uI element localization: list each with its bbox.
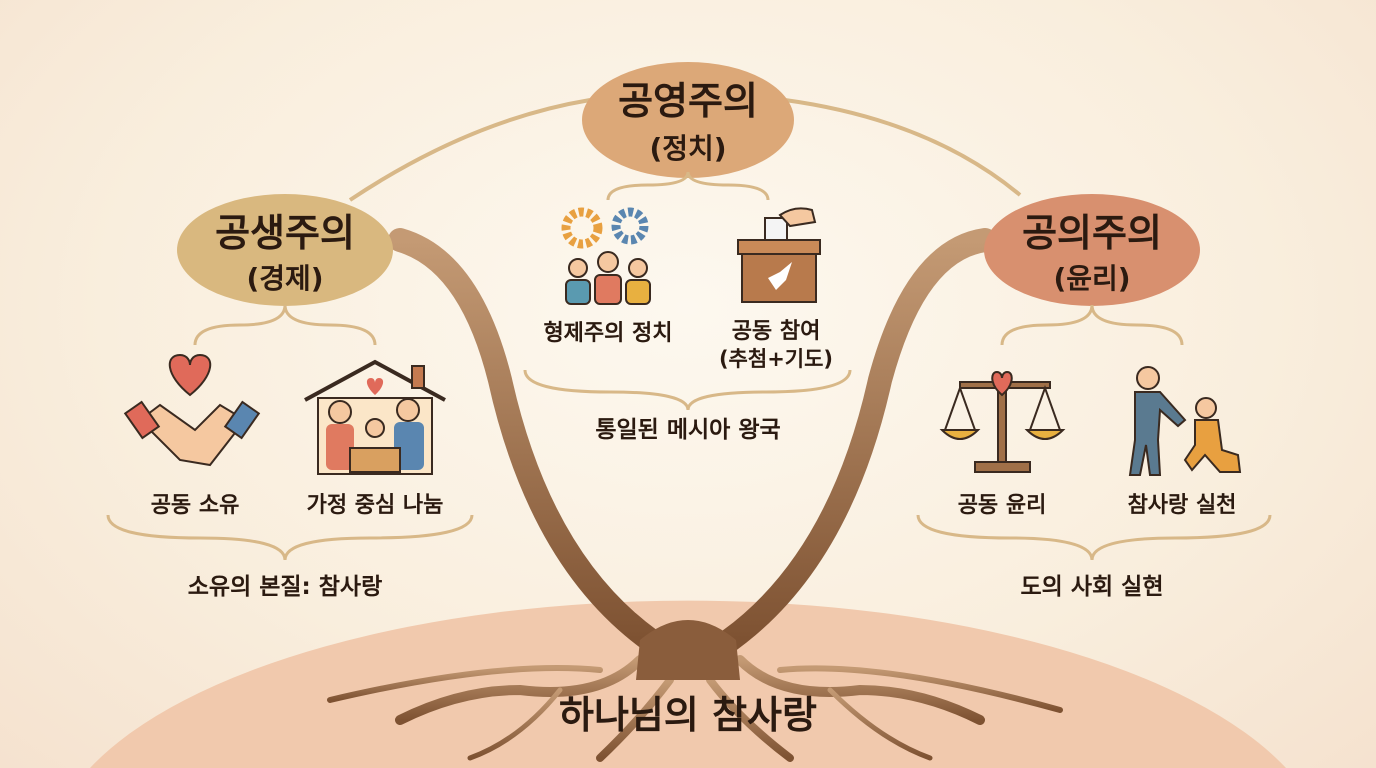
- item-label: 참사랑 실천: [1128, 493, 1237, 518]
- root-label: 하나님의 참사랑: [559, 693, 817, 737]
- helping-person-icon: [1128, 366, 1242, 476]
- economy-summary: 소유의 본질: 참사랑: [188, 574, 383, 600]
- node-economy: [177, 194, 393, 306]
- ground: [90, 600, 1286, 768]
- trunk-base: [636, 620, 740, 680]
- item-label: 공동 소유: [151, 493, 240, 518]
- node-ethics: [984, 194, 1200, 306]
- economy-subtitle: (경제): [246, 262, 323, 295]
- item-label: 공동 윤리: [958, 493, 1047, 518]
- gears-people-icon: [561, 207, 651, 305]
- politics-summary: 통일된 메시아 왕국: [595, 417, 780, 443]
- ethics-subtitle: (윤리): [1053, 262, 1130, 295]
- ethics-summary: 도의 사회 실현: [1021, 574, 1164, 600]
- node-politics: [582, 62, 794, 178]
- economy-title: 공생주의: [215, 211, 355, 255]
- ethics-title: 공의주의: [1022, 211, 1162, 255]
- politics-title: 공영주의: [618, 79, 758, 123]
- ballot-box-icon: [737, 207, 821, 303]
- connector-arc: [348, 98, 1022, 202]
- brackets: [106, 171, 1272, 561]
- tree-trunk: [327, 228, 1063, 762]
- item-label: 형제주의 정치: [543, 321, 672, 346]
- handshake-heart-icon: [123, 353, 261, 467]
- item-label: 가정 중심 나눔: [307, 493, 444, 518]
- politics-subtitle: (정치): [649, 132, 726, 165]
- item-label-sub: (추첨+기도): [719, 347, 833, 371]
- scales-heart-icon: [939, 370, 1066, 473]
- item-label: 공동 참여: [732, 319, 821, 344]
- family-house-icon: [304, 359, 446, 475]
